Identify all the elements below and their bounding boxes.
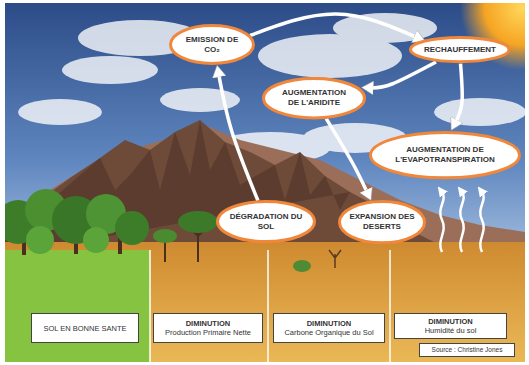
cycle-arrow	[370, 62, 436, 88]
ellipse-shape	[171, 26, 254, 64]
node-label: Source : Christine Jones	[424, 346, 510, 354]
node-label: AUGMENTATION DE L'EVAPOTRANSPIRATION	[383, 145, 507, 164]
text-block: AUGMENTATION DE L'EVAPOTRANSPIRATION	[383, 145, 507, 164]
cycle-arrow	[326, 119, 367, 193]
node-label: RECHAUFFEMENT	[424, 45, 496, 55]
process-ellipse: DÉGRADATION DU SOL	[216, 200, 316, 243]
cycle-arrow	[455, 64, 462, 123]
evaporation-arrows	[440, 192, 483, 252]
text-block: Source : Christine Jones	[424, 346, 510, 354]
process-ellipse: EMISSION DE CO₂	[169, 24, 255, 65]
cycle-arrow	[219, 74, 258, 201]
ellipse-shape	[411, 38, 510, 62]
node-label: Production Primaire Nette	[158, 328, 258, 337]
node-label: SOL EN BONNE SANTE	[36, 324, 134, 333]
box-heading: DIMINUTION	[158, 319, 258, 328]
ellipse-shape	[371, 132, 520, 177]
ellipse-shape	[340, 201, 425, 242]
box-heading: DIMINUTION	[399, 317, 502, 326]
forest	[5, 189, 149, 255]
desert-ground	[5, 242, 525, 362]
node-label: DÉGRADATION DU SOL	[229, 212, 303, 231]
cycle-arrow	[250, 14, 417, 37]
text-block: DIMINUTIONProduction Primaire Nette	[158, 319, 258, 337]
node-label: EXPANSION DES DESERTS	[349, 212, 415, 231]
sky	[5, 3, 525, 265]
node-label: EMISSION DE CO₂	[182, 35, 242, 54]
ellipse-shape	[264, 78, 365, 117]
stage-box: DIMINUTIONProduction Primaire Nette	[153, 313, 263, 343]
box-heading: DIMINUTION	[278, 319, 380, 328]
text-block: RECHAUFFEMENT	[424, 45, 496, 55]
stage-box: DIMINUTIONHumidité du sol	[394, 313, 507, 339]
text-block: EMISSION DE CO₂	[182, 35, 242, 54]
node-label: AUGMENTATION DE L'ARIDITE	[276, 88, 352, 107]
text-block: DIMINUTIONCarbone Organique du Sol	[278, 319, 380, 337]
grass	[5, 250, 150, 362]
node-label: Carbone Organique du Sol	[278, 328, 380, 337]
process-ellipse: EXPANSION DES DESERTS	[338, 200, 426, 244]
process-ellipse: RECHAUFFEMENT	[409, 36, 511, 63]
source-box: Source : Christine Jones	[419, 343, 515, 357]
panel-dividers	[150, 250, 390, 362]
text-block: EXPANSION DES DESERTS	[349, 212, 415, 231]
text-block: DÉGRADATION DU SOL	[229, 212, 303, 231]
text-block: AUGMENTATION DE L'ARIDITE	[276, 88, 352, 107]
stage-box: SOL EN BONNE SANTE	[31, 313, 139, 343]
process-ellipse: AUGMENTATION DE L'ARIDITE	[262, 77, 366, 119]
node-label: Humidité du sol	[399, 326, 502, 335]
mountain-ridge	[5, 120, 350, 255]
text-block: SOL EN BONNE SANTE	[36, 324, 134, 333]
stage-box: DIMINUTIONCarbone Organique du Sol	[273, 313, 385, 343]
process-ellipse: AUGMENTATION DE L'EVAPOTRANSPIRATION	[369, 131, 521, 179]
text-block: DIMINUTIONHumidité du sol	[399, 317, 502, 335]
ellipse-shape	[218, 202, 315, 242]
